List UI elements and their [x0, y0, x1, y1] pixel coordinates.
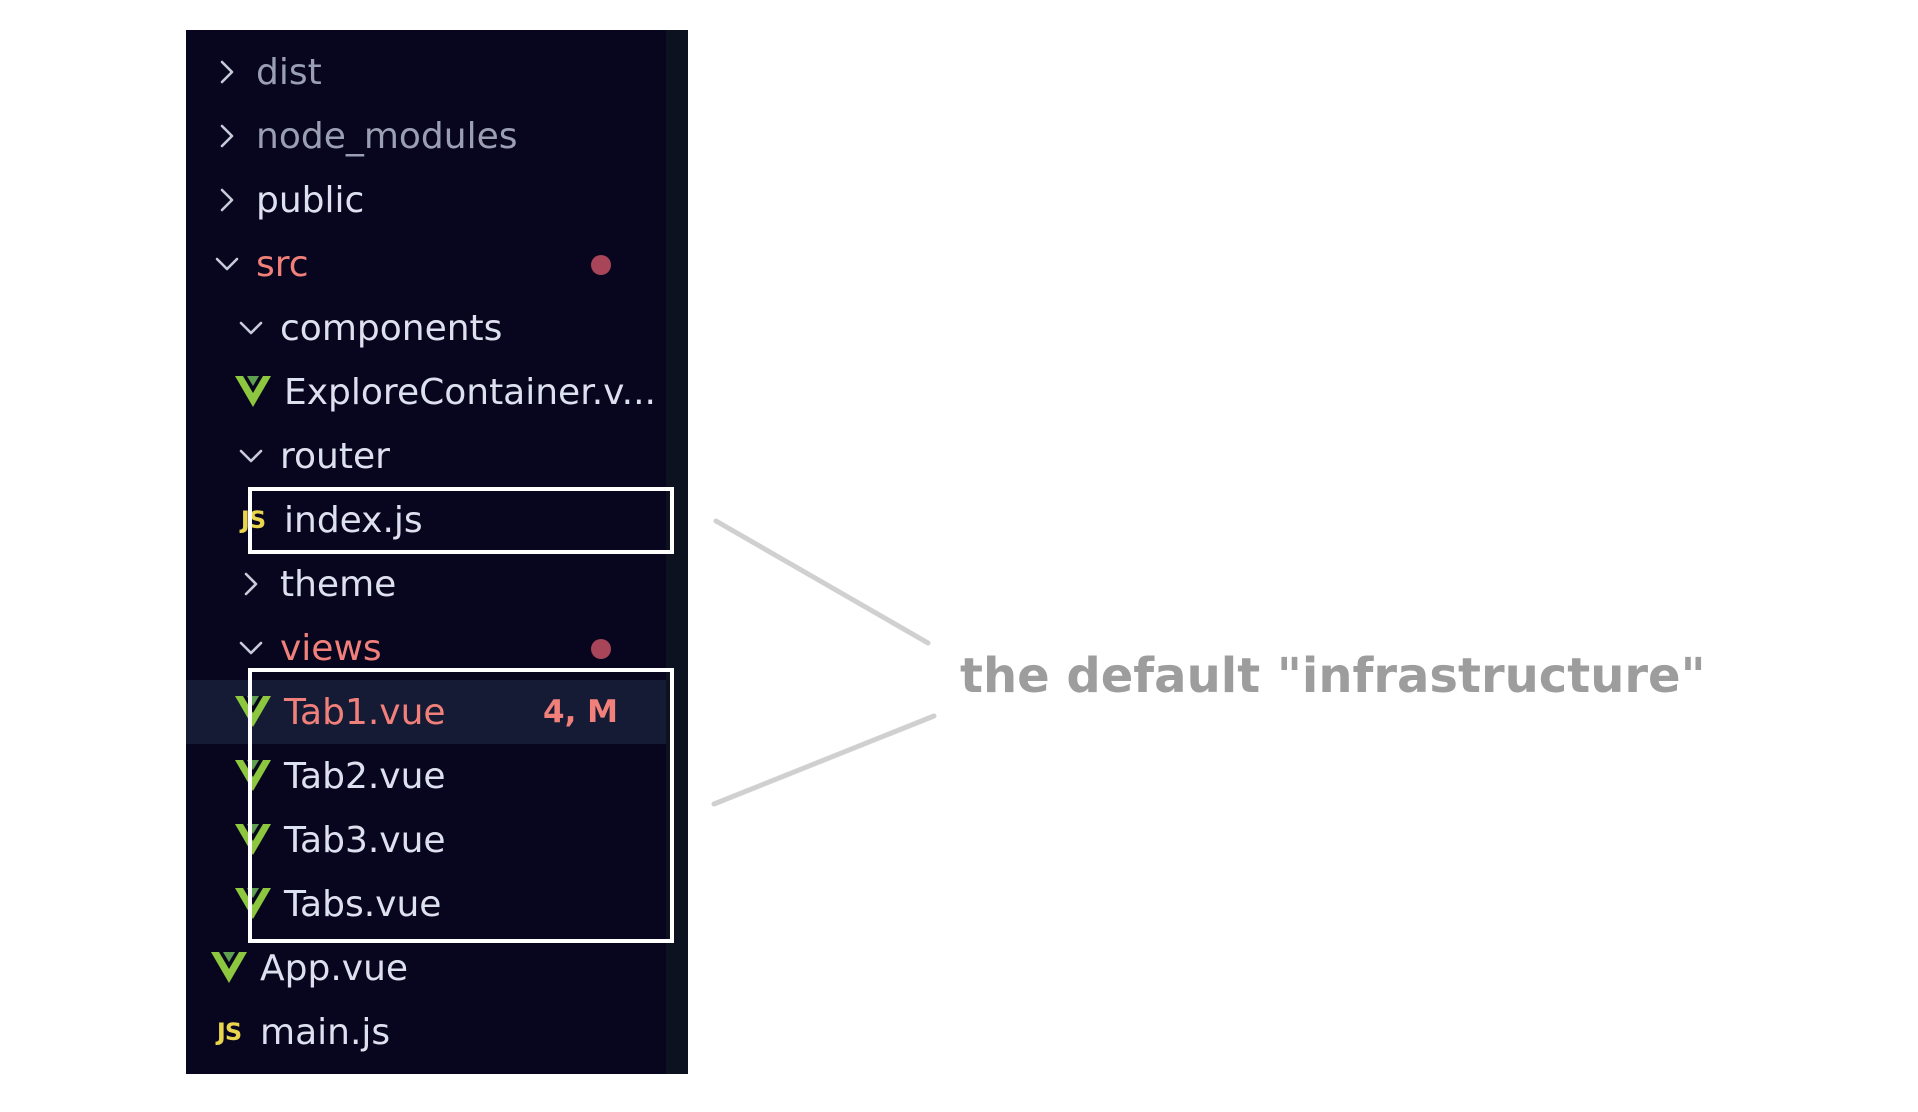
vue-logo-icon	[206, 936, 252, 1000]
file-explorecontainer-v[interactable]: ExploreContainer.v...	[186, 360, 666, 424]
callout-line-upper	[713, 518, 931, 646]
folder-dist[interactable]: dist	[186, 40, 666, 104]
javascript-icon: JS	[206, 1000, 252, 1064]
vue-logo-icon	[230, 360, 276, 424]
javascript-icon-text: JS	[216, 1018, 242, 1046]
file-app-vue[interactable]: App.vue	[186, 936, 666, 1000]
folder-node-modules[interactable]: node_modules	[186, 104, 666, 168]
annotation-label: the default "infrastructure"	[960, 648, 1706, 704]
folder-theme[interactable]: theme	[186, 552, 666, 616]
chevron-right-icon[interactable]	[206, 104, 248, 168]
chevron-right-icon[interactable]	[206, 40, 248, 104]
chevron-down-icon[interactable]	[230, 296, 272, 360]
problems-modified-badge: 4, M	[543, 694, 618, 730]
javascript-icon-text: JS	[240, 506, 266, 534]
callout-line-lower	[711, 713, 937, 807]
chevron-right-icon[interactable]	[206, 168, 248, 232]
javascript-icon: JS	[230, 488, 276, 552]
chevron-right-icon[interactable]	[230, 552, 272, 616]
chevron-down-icon[interactable]	[230, 616, 272, 680]
folder-router[interactable]: router	[186, 424, 666, 488]
chevron-down-icon[interactable]	[230, 424, 272, 488]
folder-components[interactable]: components	[186, 296, 666, 360]
folder-views[interactable]: views	[186, 616, 666, 680]
modified-dot-indicator	[591, 255, 611, 275]
chevron-down-icon[interactable]	[206, 232, 248, 296]
folder-public[interactable]: public	[186, 168, 666, 232]
folder-src[interactable]: src	[186, 232, 666, 296]
modified-dot-indicator	[591, 639, 611, 659]
